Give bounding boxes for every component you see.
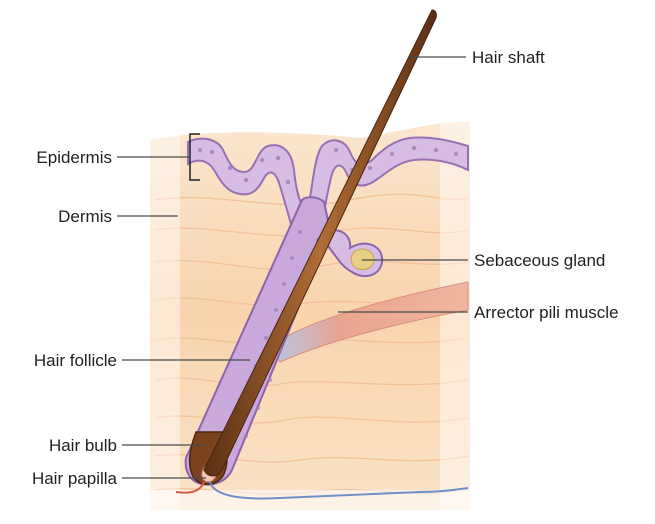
label-sebaceous-gland: Sebaceous gland: [474, 251, 605, 270]
label-epidermis: Epidermis: [36, 148, 112, 167]
label-dermis: Dermis: [58, 207, 112, 226]
label-hair-bulb: Hair bulb: [49, 436, 117, 455]
label-hair-papilla: Hair papilla: [32, 469, 118, 488]
label-hair-follicle: Hair follicle: [34, 351, 117, 370]
label-hair-shaft: Hair shaft: [472, 48, 545, 67]
label-arrector-pili-muscle: Arrector pili muscle: [474, 303, 619, 322]
